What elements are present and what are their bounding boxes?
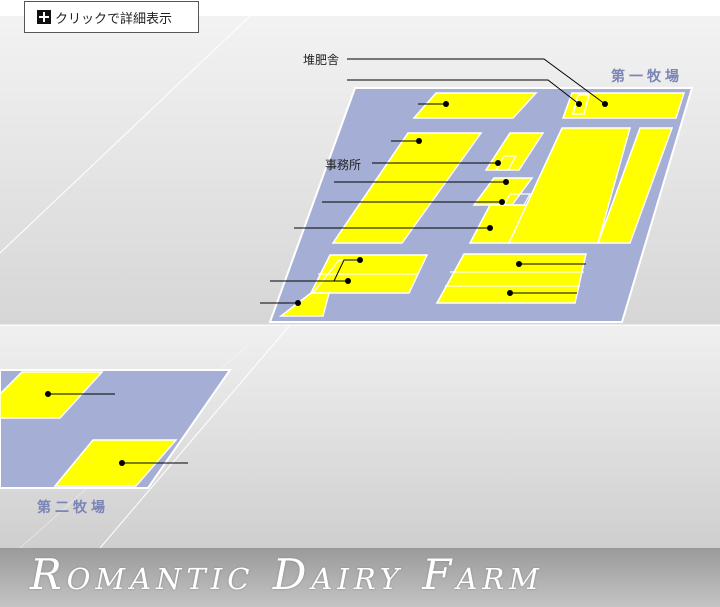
field-left-large xyxy=(331,132,483,244)
detail-view-label: クリックで詳細表示 xyxy=(55,11,173,27)
office-label: 事務所 xyxy=(325,158,362,172)
compost-barn-label: 堆肥舎 xyxy=(303,53,340,67)
footer-title: Romantic Dairy Farm xyxy=(30,550,544,599)
field-right-strip xyxy=(596,127,674,244)
plus-icon xyxy=(37,10,51,24)
footer-bar xyxy=(0,548,720,607)
second-pasture-title: 第二牧場 xyxy=(37,500,109,516)
field-top-left xyxy=(412,92,538,119)
field-second-upper xyxy=(0,371,104,419)
field-bottom-right xyxy=(435,253,587,304)
first-pasture-title: 第一牧場 xyxy=(611,69,683,85)
detail-view-button[interactable]: クリックで詳細表示 xyxy=(24,1,199,33)
field-bottom-left-tail xyxy=(278,292,330,317)
field-middle-small xyxy=(484,132,545,171)
field-top-right xyxy=(561,92,686,119)
field-second-lower xyxy=(53,439,178,487)
